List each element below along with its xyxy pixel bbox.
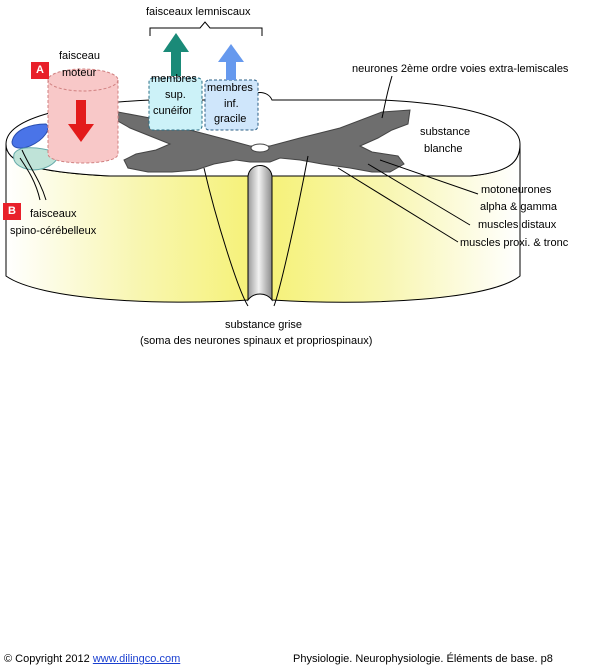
white-matter-label-2: blanche (424, 143, 463, 155)
white-matter-label: substance (420, 126, 471, 138)
footer-title: Physiologie. Neurophysiologie. Éléments … (293, 653, 553, 665)
cuneate-label: cunéifor (153, 105, 193, 117)
motor-tract-label-2: moteur (62, 67, 97, 79)
second-order-neurons-label: neurones 2ème ordre voies extra-lemiscal… (352, 63, 569, 75)
lower-limbs-label: membres (207, 82, 253, 94)
alpha-gamma-label: alpha & gamma (480, 201, 558, 213)
gracile-label: gracile (214, 113, 247, 125)
badge-b: B (3, 203, 21, 220)
upper-limbs-label: membres (151, 73, 197, 85)
spinocerebellar-tract-dorsal (11, 123, 49, 149)
grey-matter-label: substance grise (225, 319, 303, 331)
site-link[interactable]: www.dilingco.com (92, 653, 181, 665)
cuneate-box (148, 77, 203, 131)
footer-copyright: © Copyright 2012 www.dilingco.com (4, 652, 180, 666)
lemniscal-brace (149, 21, 263, 36)
central-canal (250, 143, 270, 153)
upper-limbs-label-2: sup. (165, 89, 186, 101)
motor-descending-arrow (68, 100, 94, 142)
badge-a: A (31, 62, 49, 79)
grey-matter-label-2: (soma des neurones spinaux et propriospi… (140, 335, 373, 347)
cuneate-ascending-arrow (163, 33, 189, 76)
proximal-muscles-label: muscles proxi. & tronc (460, 237, 569, 249)
spinocerebellar-label-2: spino-cérébelleux (10, 225, 97, 237)
motoneurons-label: motoneurones (481, 184, 552, 196)
spinocerebellar-label: faisceaux (30, 208, 77, 220)
distal-muscles-label: muscles distaux (478, 219, 557, 231)
leader-lines (19, 75, 479, 307)
lower-limbs-label-2: inf. (224, 98, 239, 110)
cord-side-face (5, 143, 521, 303)
lemniscal-tracts-label: faisceaux lemniscaux (146, 6, 251, 18)
grey-matter-shape (115, 109, 411, 173)
gracile-ascending-arrow (218, 44, 244, 80)
copyright-text: © Copyright 2012 (4, 653, 90, 665)
motor-tract-label: faisceau (59, 50, 100, 62)
